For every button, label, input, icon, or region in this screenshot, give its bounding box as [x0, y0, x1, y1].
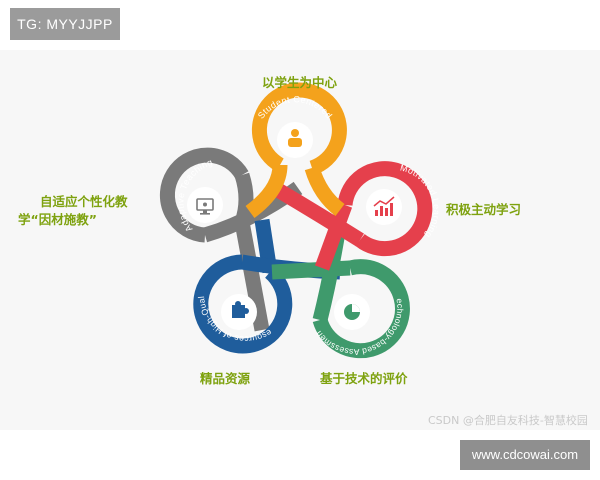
- people-icon: [288, 129, 302, 147]
- adaptive-cn-label-line1: 自适应个性化教: [40, 194, 128, 209]
- bar-chart-icon: [373, 196, 395, 216]
- petal-motivated: [274, 161, 433, 271]
- assessment-cn-label: 基于技术的评价: [320, 371, 408, 386]
- motivated-cn-label: 积极主动学习: [446, 202, 522, 217]
- monitor-icon: [196, 198, 214, 215]
- watermark-label: TG: MYYJJPP: [10, 8, 120, 40]
- site-url-label: www.cdcowai.com: [460, 440, 590, 470]
- student-cn-label: 以学生为中心: [262, 75, 338, 90]
- csdn-credit: CSDN @合肥自友科技-智慧校园: [428, 414, 588, 427]
- puzzle-icon: [232, 301, 249, 318]
- resources-cn-label: 精品资源: [200, 371, 251, 386]
- pie-chart-icon: [344, 304, 360, 320]
- adaptive-cn-label-line2: 学“因材施教”: [18, 212, 97, 227]
- petal-student: [245, 82, 347, 219]
- motivated-icon-circle: [366, 189, 402, 225]
- diagram-panel: [0, 50, 600, 430]
